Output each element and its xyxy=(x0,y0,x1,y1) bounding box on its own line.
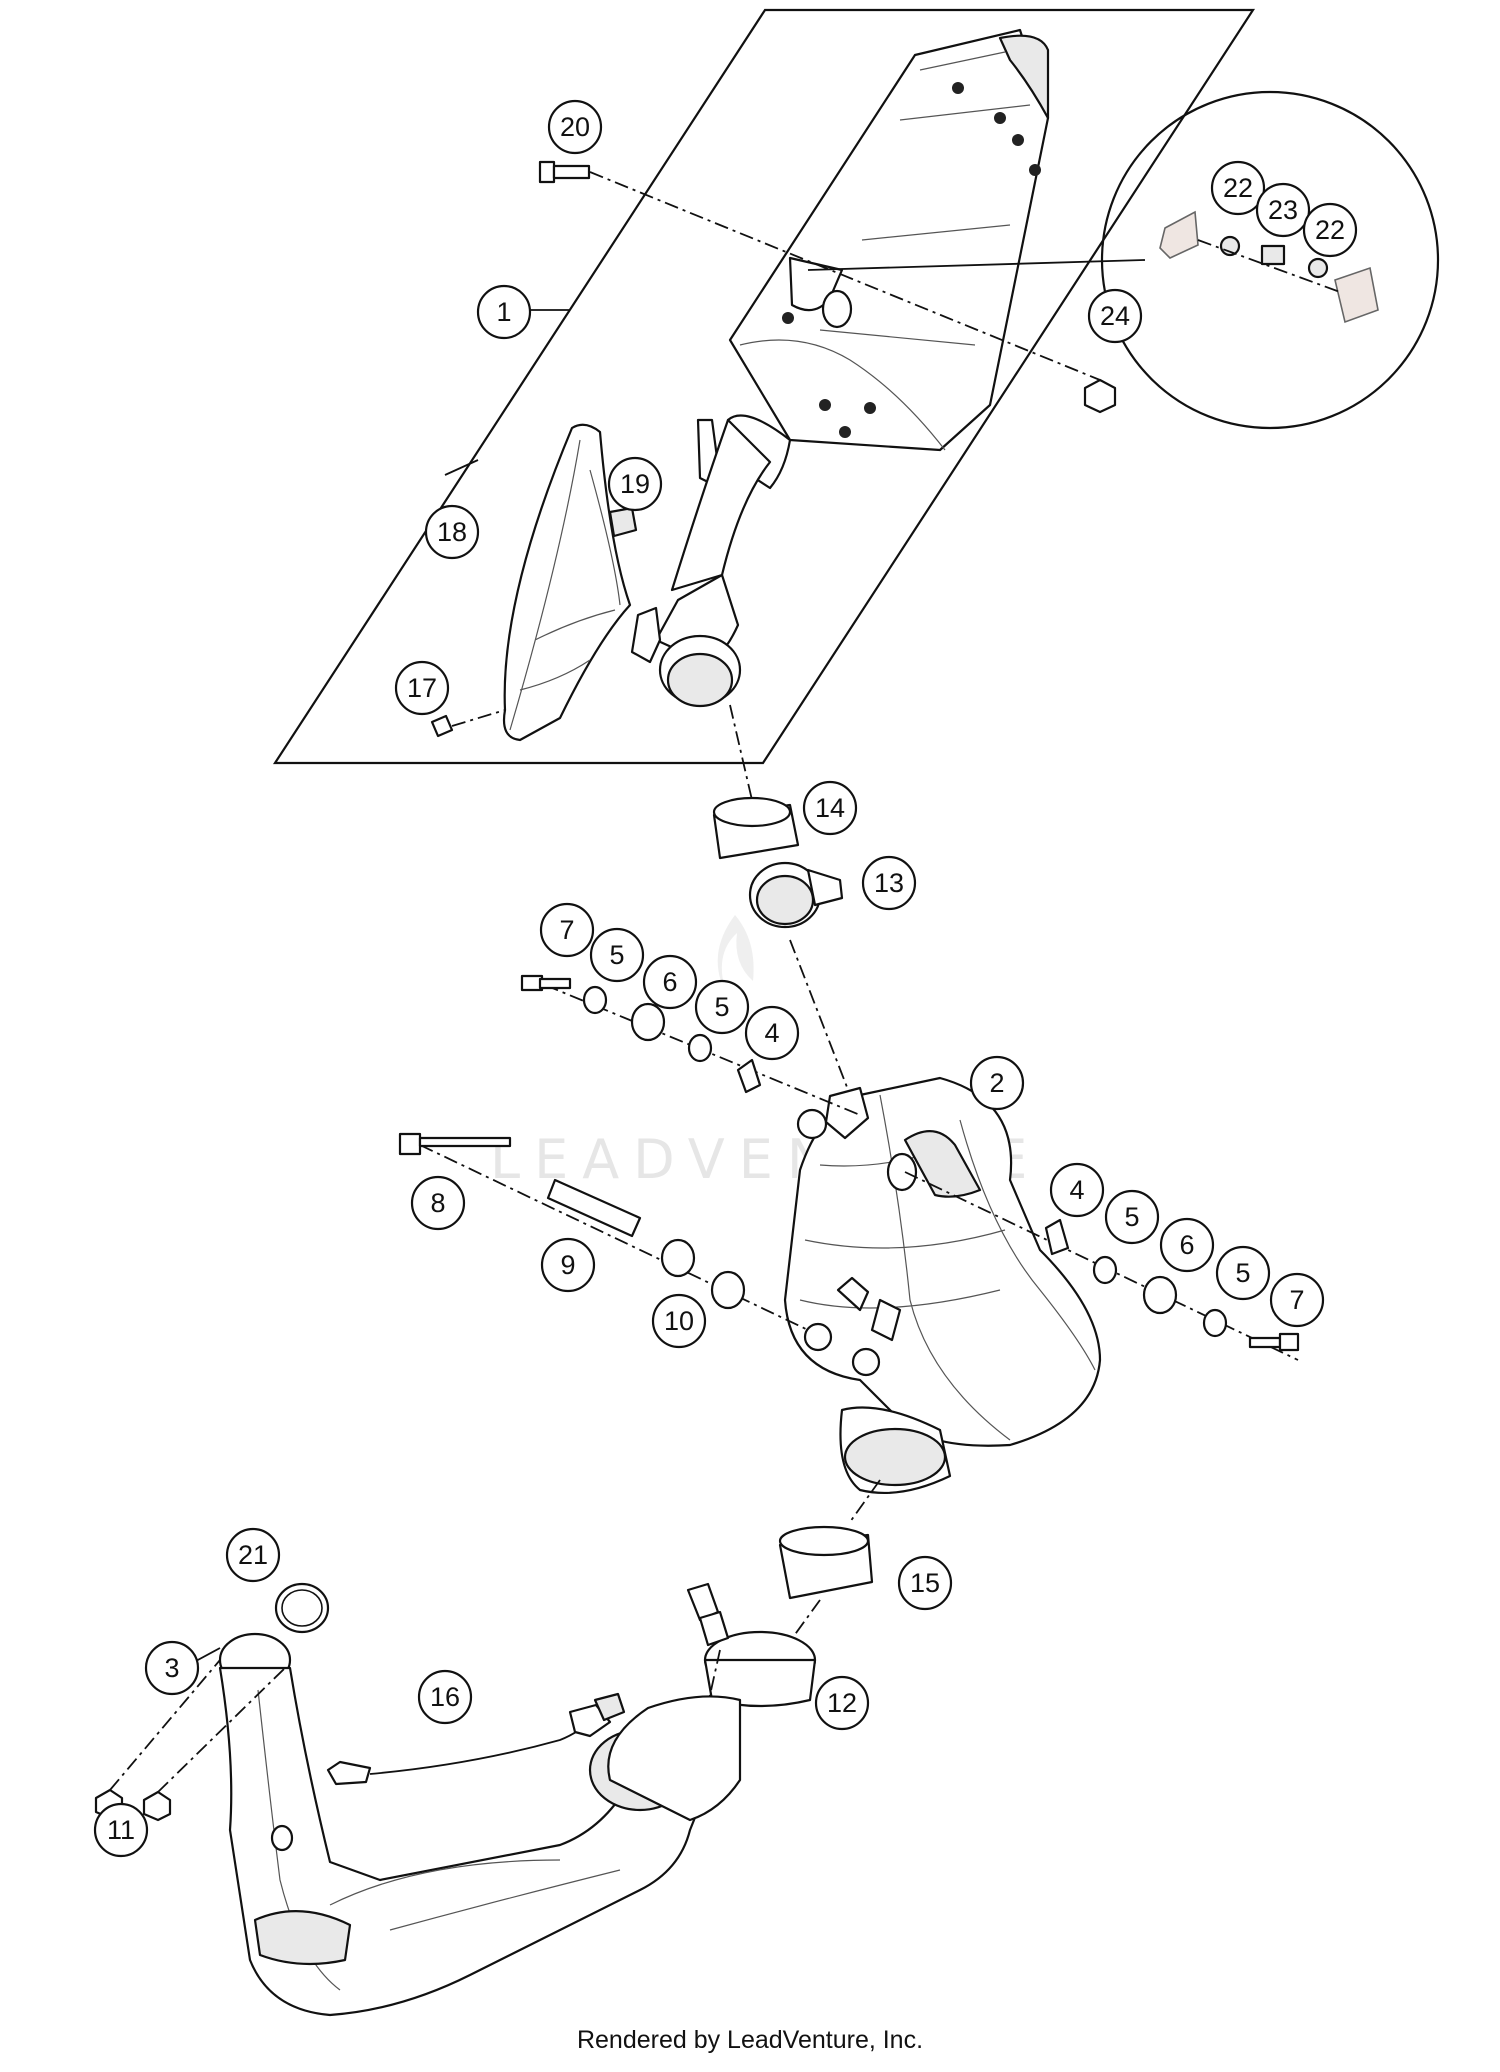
callout-22-right: 22 xyxy=(1302,202,1358,258)
callout-13: 13 xyxy=(861,855,917,911)
nut-24 xyxy=(1083,378,1117,414)
svg-text:7: 7 xyxy=(1289,1285,1304,1315)
callout-23: 23 xyxy=(1255,182,1311,238)
clip xyxy=(608,506,638,538)
callout-5-right-b: 5 xyxy=(1215,1245,1271,1301)
svg-text:18: 18 xyxy=(437,517,467,547)
header-pipe xyxy=(218,1632,742,2017)
sleeve-14 xyxy=(712,796,800,860)
svg-text:17: 17 xyxy=(407,673,437,703)
svg-text:6: 6 xyxy=(1179,1230,1194,1260)
svg-text:4: 4 xyxy=(764,1018,779,1048)
callout-5-right-a: 5 xyxy=(1104,1189,1160,1245)
svg-text:7: 7 xyxy=(559,915,574,945)
svg-text:5: 5 xyxy=(714,992,729,1022)
callout-5-upper-b: 5 xyxy=(694,979,750,1035)
right-mount-hardware xyxy=(1044,1218,1300,1352)
callout-6-right: 6 xyxy=(1159,1217,1215,1273)
svg-text:22: 22 xyxy=(1315,215,1345,245)
clamp-13 xyxy=(748,861,844,929)
callout-9: 9 xyxy=(540,1237,596,1293)
callouts: 20 1 22 23 22 24 19 18 17 14 13 7 5 6 5 … xyxy=(93,99,1358,1858)
silencer-box xyxy=(783,1076,1102,1495)
svg-text:6: 6 xyxy=(662,967,677,997)
svg-text:5: 5 xyxy=(1124,1202,1139,1232)
svg-text:23: 23 xyxy=(1268,195,1298,225)
bolt-20 xyxy=(538,160,591,184)
callout-20: 20 xyxy=(547,99,603,155)
callout-4-upper: 4 xyxy=(744,1005,800,1061)
gasket-21 xyxy=(274,1582,330,1634)
svg-text:14: 14 xyxy=(815,793,845,823)
heat-shield xyxy=(502,423,632,742)
callout-7-right: 7 xyxy=(1269,1272,1325,1328)
svg-text:22: 22 xyxy=(1223,173,1253,203)
callout-16: 16 xyxy=(417,1669,473,1725)
svg-text:2: 2 xyxy=(989,1068,1004,1098)
screw xyxy=(430,714,454,738)
callout-2: 2 xyxy=(969,1055,1025,1111)
callout-7-upper: 7 xyxy=(539,902,595,958)
callout-21: 21 xyxy=(225,1527,281,1583)
detail-bracket-left xyxy=(1159,210,1379,324)
footer-credit: Rendered by LeadVenture, Inc. xyxy=(576,2026,924,2054)
muffler xyxy=(630,28,1050,708)
svg-text:11: 11 xyxy=(107,1815,135,1845)
svg-text:10: 10 xyxy=(664,1306,694,1336)
callout-19: 19 xyxy=(607,456,663,512)
svg-text:5: 5 xyxy=(1235,1258,1250,1288)
svg-text:8: 8 xyxy=(430,1188,445,1218)
callout-3: 3 xyxy=(144,1640,200,1696)
callout-8: 8 xyxy=(410,1175,466,1231)
long-bolt-spacer-bushings xyxy=(398,1132,746,1310)
callout-17: 17 xyxy=(394,660,450,716)
callout-15: 15 xyxy=(897,1555,953,1611)
callout-6-upper: 6 xyxy=(642,954,698,1010)
svg-text:12: 12 xyxy=(827,1688,857,1718)
callout-4-right: 4 xyxy=(1049,1162,1105,1218)
callout-5-upper-a: 5 xyxy=(589,927,645,983)
callout-12: 12 xyxy=(814,1675,870,1731)
callout-10: 10 xyxy=(651,1293,707,1349)
svg-text:24: 24 xyxy=(1100,301,1130,331)
svg-text:13: 13 xyxy=(874,868,904,898)
svg-text:3: 3 xyxy=(164,1653,179,1683)
svg-text:4: 4 xyxy=(1069,1175,1084,1205)
callout-22-left: 22 xyxy=(1210,160,1266,216)
svg-text:20: 20 xyxy=(560,112,590,142)
oxygen-sensor xyxy=(326,1692,626,1786)
watermark-flame-icon xyxy=(717,915,754,995)
callout-1: 1 xyxy=(476,284,532,340)
svg-text:1: 1 xyxy=(496,297,511,327)
upper-mount-hardware xyxy=(520,974,762,1094)
callout-18: 18 xyxy=(424,504,480,560)
svg-text:21: 21 xyxy=(238,1540,268,1570)
sleeve-15 xyxy=(778,1525,874,1600)
svg-text:9: 9 xyxy=(560,1250,575,1280)
callout-14: 14 xyxy=(802,780,858,836)
detail-magnifier xyxy=(1100,90,1440,430)
callout-11: 11 xyxy=(93,1802,149,1858)
svg-text:5: 5 xyxy=(609,940,624,970)
svg-text:16: 16 xyxy=(430,1682,460,1712)
callout-24: 24 xyxy=(1087,288,1143,344)
svg-text:15: 15 xyxy=(910,1568,940,1598)
svg-text:19: 19 xyxy=(620,469,650,499)
clamp-12 xyxy=(686,1582,817,1708)
